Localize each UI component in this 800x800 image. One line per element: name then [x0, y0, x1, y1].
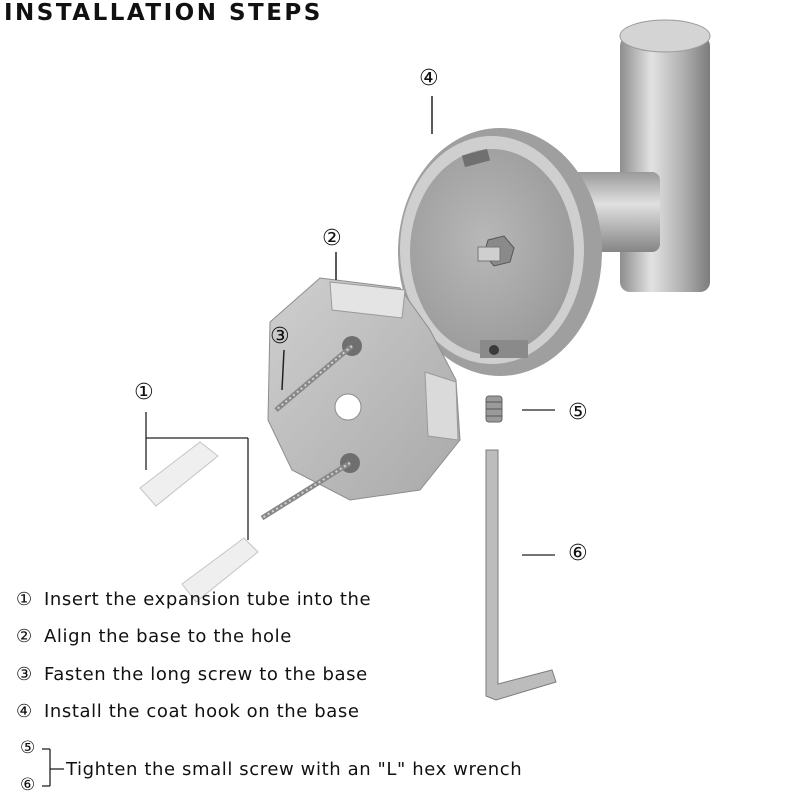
expansion-tube-1	[139, 441, 219, 507]
hook-base-disc	[398, 128, 602, 376]
step-2: ② Align the base to the hole	[16, 626, 292, 647]
hex-wrench	[485, 449, 557, 701]
step-4-text: Install the coat hook on the base	[44, 701, 360, 722]
callout-6: ⑥	[568, 541, 588, 566]
long-screw-1	[274, 344, 354, 412]
set-screw	[485, 395, 503, 423]
callout-1: ①	[134, 380, 154, 405]
mounting-plate	[267, 277, 461, 501]
step-4: ④ Install the coat hook on the base	[16, 701, 360, 722]
callout-3: ③	[270, 324, 290, 349]
step-1: ① Insert the expansion tube into the	[16, 589, 371, 610]
step-2-text: Align the base to the hole	[44, 626, 292, 647]
callout-2: ②	[322, 226, 342, 251]
step-4-number: ④	[16, 701, 33, 722]
step-3: ③ Fasten the long screw to the base	[16, 664, 368, 685]
step-1-number: ①	[16, 589, 33, 610]
step-6-number: ⑥	[20, 775, 36, 795]
step-3-number: ③	[16, 664, 33, 685]
tube-bracket	[145, 412, 249, 540]
callout-4: ④	[419, 66, 439, 91]
callout-5: ⑤	[568, 400, 588, 425]
long-screw-2	[260, 460, 352, 521]
step-5-6-text: Tighten the small screw with an "L" hex …	[66, 759, 523, 780]
step-1-text: Insert the expansion tube into the	[44, 589, 372, 610]
page-title: INSTALLATION STEPS	[4, 0, 323, 26]
expansion-tube-2	[181, 537, 259, 603]
step-2-number: ②	[16, 626, 33, 647]
final-step-bracket	[42, 748, 64, 787]
step-3-text: Fasten the long screw to the base	[44, 664, 368, 685]
step-5-number: ⑤	[20, 738, 36, 758]
